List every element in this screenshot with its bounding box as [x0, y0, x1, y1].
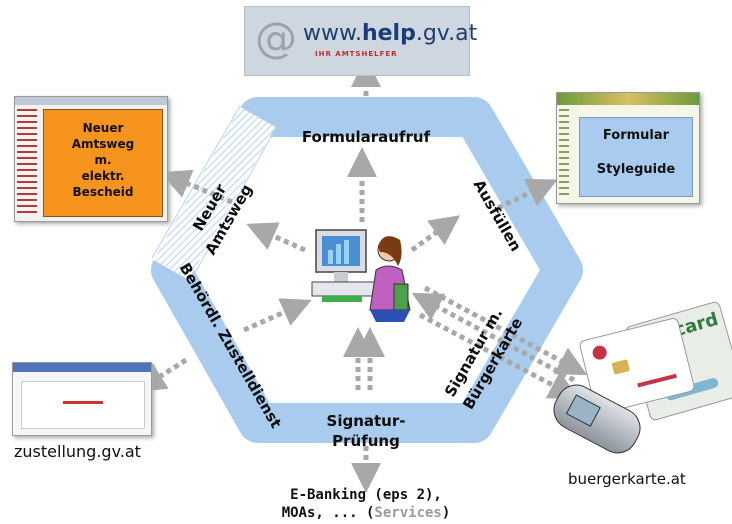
segment-signaturpruefung-2: Prüfung: [332, 432, 400, 450]
services-text: E-Banking (eps 2), MOAs, ... (Services): [236, 486, 496, 522]
styleguide-box: Formular Styleguide: [579, 117, 693, 197]
zustellung-caption[interactable]: zustellung.gv.at: [14, 442, 141, 461]
arrow-to-zustellung: [135, 357, 188, 393]
amtsweg-box: Neuer Amtsweg m. elektr. Bescheid: [43, 109, 163, 217]
amtsweg-line-3: m.: [94, 153, 112, 167]
services-line-1: E-Banking (eps 2),: [290, 487, 442, 503]
arrow-card-2: [411, 292, 576, 383]
zustellung-screenshot: [12, 362, 152, 436]
styleguide-line-1: Formular: [602, 128, 670, 143]
styleguide-screenshot: Formular Styleguide: [556, 92, 700, 204]
amtsweg-line-4: elektr.: [81, 169, 125, 183]
amtsweg-line-1: Neuer: [82, 121, 124, 135]
arrow-to-amtsweg: [160, 169, 233, 205]
help-portal-logo[interactable]: @ www.help.gv.at IHR AMTSHELFER: [244, 6, 477, 76]
buergerkarte-caption[interactable]: buergerkarte.at: [568, 470, 686, 488]
styleguide-line-2: Styleguide: [596, 162, 676, 177]
person-computer-icon: [311, 229, 411, 322]
at-sign-icon: @: [255, 13, 297, 62]
arrows: [135, 57, 588, 493]
arrow-center-left: [246, 222, 307, 253]
arrow-card-3: [418, 312, 580, 399]
help-portal-tagline: IHR AMTSHELFER: [315, 50, 398, 58]
segment-signaturpruefung-1: Signatur-: [327, 412, 406, 430]
services-line-2: MOAs, ... (Services): [281, 505, 451, 521]
arrow-center-right: [410, 215, 461, 253]
amtsweg-line-2: Amtsweg: [71, 137, 135, 151]
segment-formularaufruf: Formularaufruf: [302, 128, 431, 146]
help-portal-url: www.help.gv.at: [303, 21, 478, 46]
amtsweg-screenshot: Neuer Amtsweg m. elektr. Bescheid: [14, 96, 168, 222]
arrow-lower-left-in: [242, 298, 312, 333]
arrow-card-1: [423, 285, 588, 376]
amtsweg-line-5: Bescheid: [72, 185, 134, 199]
